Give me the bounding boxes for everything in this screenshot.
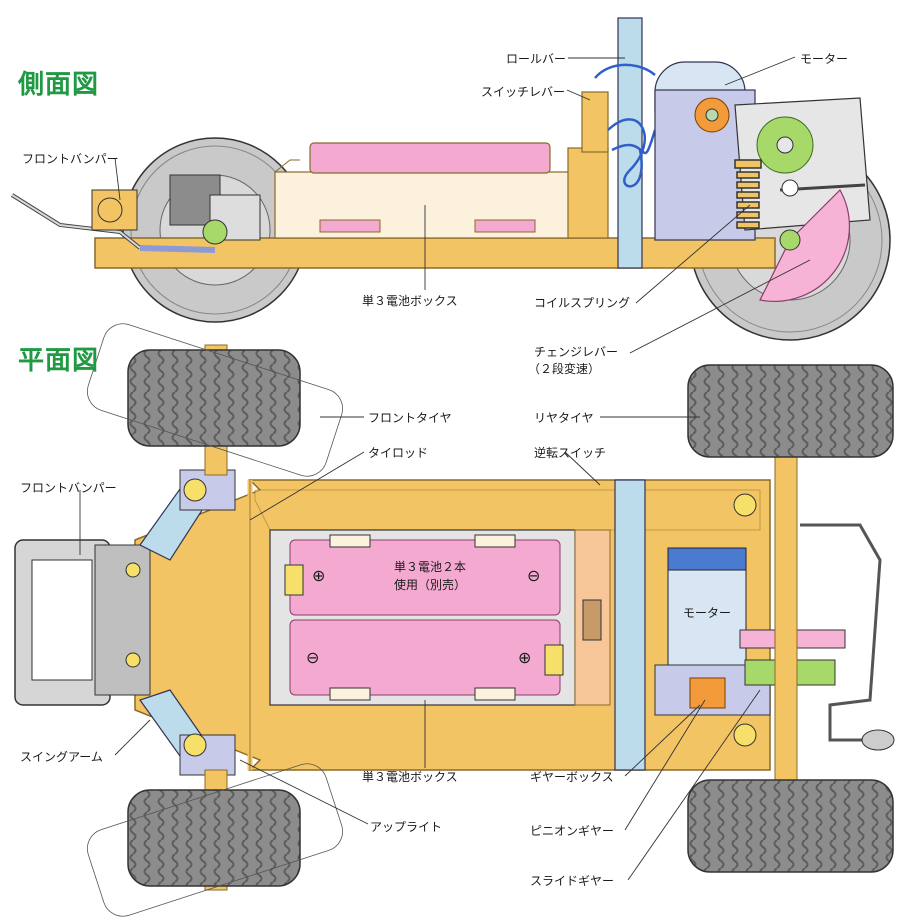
side-view	[10, 17, 891, 341]
label-battery-box-side: 単３電池ボックス	[362, 294, 458, 308]
top-front-tire-left	[127, 349, 301, 447]
label-slide-gear: スライドギヤー	[530, 874, 615, 888]
label-motor-side: モーター	[800, 52, 849, 66]
top-gearbox	[654, 629, 846, 716]
side-view-title: 側面図	[18, 70, 100, 100]
label-tie-rod: タイロッド	[368, 446, 429, 460]
plus-terminal-2: ⊕	[518, 648, 532, 667]
label-coil-spring: コイルスプリング	[534, 296, 631, 310]
top-view-title: 平面図	[18, 346, 100, 376]
side-wires	[594, 63, 657, 188]
leader-lines	[79, 56, 811, 881]
top-view	[14, 323, 895, 917]
top-change-lever	[800, 523, 882, 742]
label-roll-bar: ロールバー	[505, 52, 566, 66]
label-change-lever-sub: （２段変速）	[528, 362, 601, 376]
top-motor	[667, 547, 747, 666]
label-front-bumper-side: フロントバンパー	[22, 152, 119, 166]
minus-terminal-1: ⊖	[527, 566, 541, 585]
top-screws	[125, 493, 757, 747]
side-roll-bar	[617, 17, 643, 269]
label-change-lever: チェンジレバー	[534, 345, 619, 359]
top-reverse-switch	[574, 529, 611, 706]
top-rear-tire-left	[687, 364, 894, 458]
label-reverse-switch: 逆転スイッチ	[534, 446, 607, 460]
label-swing-arm: スイングアーム	[20, 750, 103, 764]
top-front-tire-right	[127, 789, 301, 887]
battery-note-line2: 使用（別売）	[393, 578, 466, 592]
label-switch-lever: スイッチレバー	[480, 85, 565, 99]
minus-terminal-2: ⊖	[306, 648, 320, 667]
side-switch	[567, 91, 609, 239]
motor-label-top: モーター	[682, 606, 731, 620]
side-crown-gear	[759, 189, 850, 302]
side-chassis-plate	[94, 237, 776, 269]
top-front-bumper	[14, 539, 151, 706]
label-battery-box-top: 単３電池ボックス	[362, 770, 458, 784]
label-upright: アップライト	[370, 820, 443, 834]
side-coil-spring	[734, 159, 762, 229]
top-rear-axle	[774, 454, 798, 786]
label-rear-tire: リヤタイヤ	[534, 411, 594, 425]
top-roll-bar	[614, 479, 646, 771]
side-front-bumper	[10, 174, 261, 253]
label-front-bumper-top: フロントバンパー	[20, 481, 117, 495]
battery-note-line1: 単３電池２本	[393, 560, 466, 574]
top-battery-box	[269, 529, 576, 706]
top-uprights	[179, 469, 236, 776]
top-rear-tire-right	[687, 779, 894, 873]
label-gear-box: ギヤーボックス	[530, 770, 614, 784]
plus-terminal-1: ⊕	[312, 566, 326, 585]
label-pinion-gear: ピニオンギヤー	[530, 824, 615, 838]
label-front-tire: フロントタイヤ	[368, 411, 452, 425]
